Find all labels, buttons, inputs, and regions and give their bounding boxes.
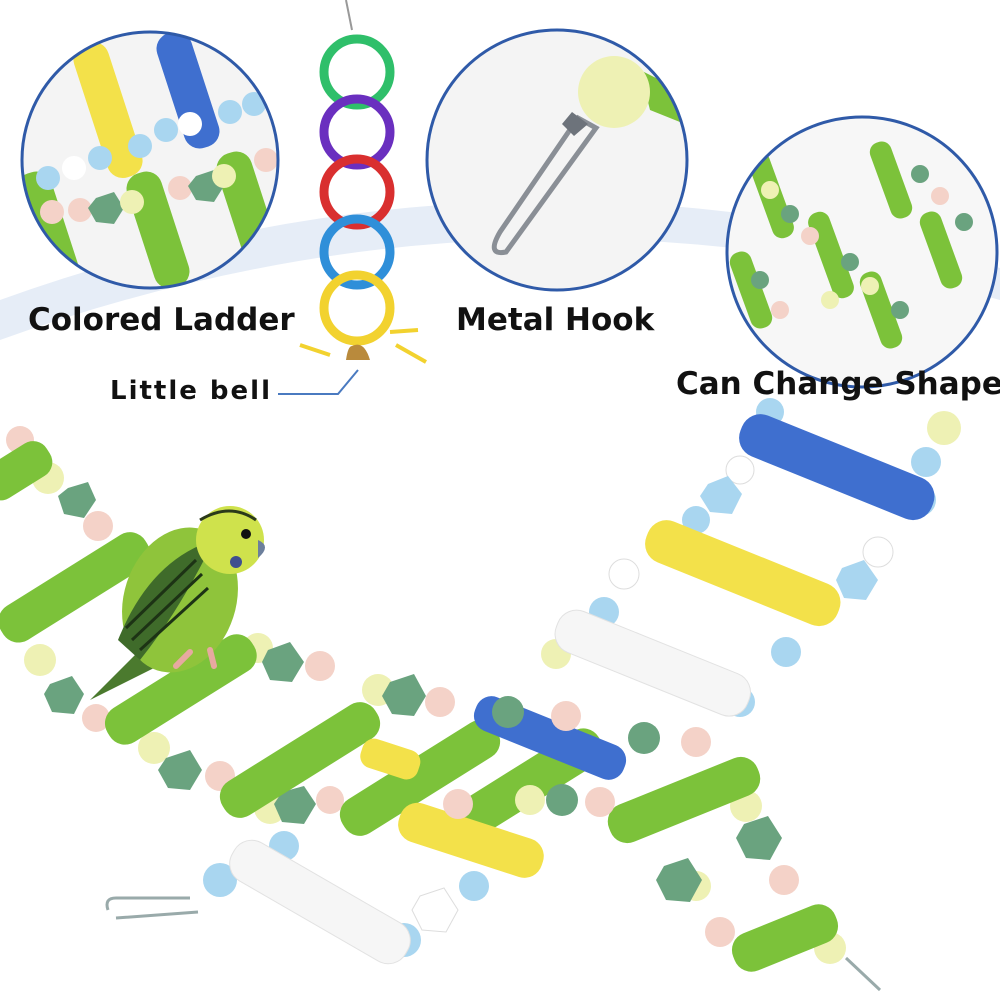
inset-change-shape (725, 115, 999, 389)
bell-icon (346, 344, 370, 360)
label-little-bell: Little bell (110, 376, 273, 406)
label-colored-ladder: Colored Ladder (28, 302, 295, 338)
metal-hook-icon (491, 114, 600, 256)
label-can-change-shape: Can Change Shape (676, 366, 1000, 402)
hanging-rings (278, 0, 427, 395)
right-ladder (541, 398, 961, 717)
lower-right-ladder (607, 756, 882, 992)
lower-left-ladder (105, 738, 544, 965)
inset-colored-ladder (20, 30, 280, 290)
inset-metal-hook (425, 28, 689, 292)
budgie-parrot (90, 506, 265, 700)
hook-left (105, 896, 199, 920)
label-metal-hook: Metal Hook (456, 302, 655, 338)
main-ladder (0, 426, 604, 836)
